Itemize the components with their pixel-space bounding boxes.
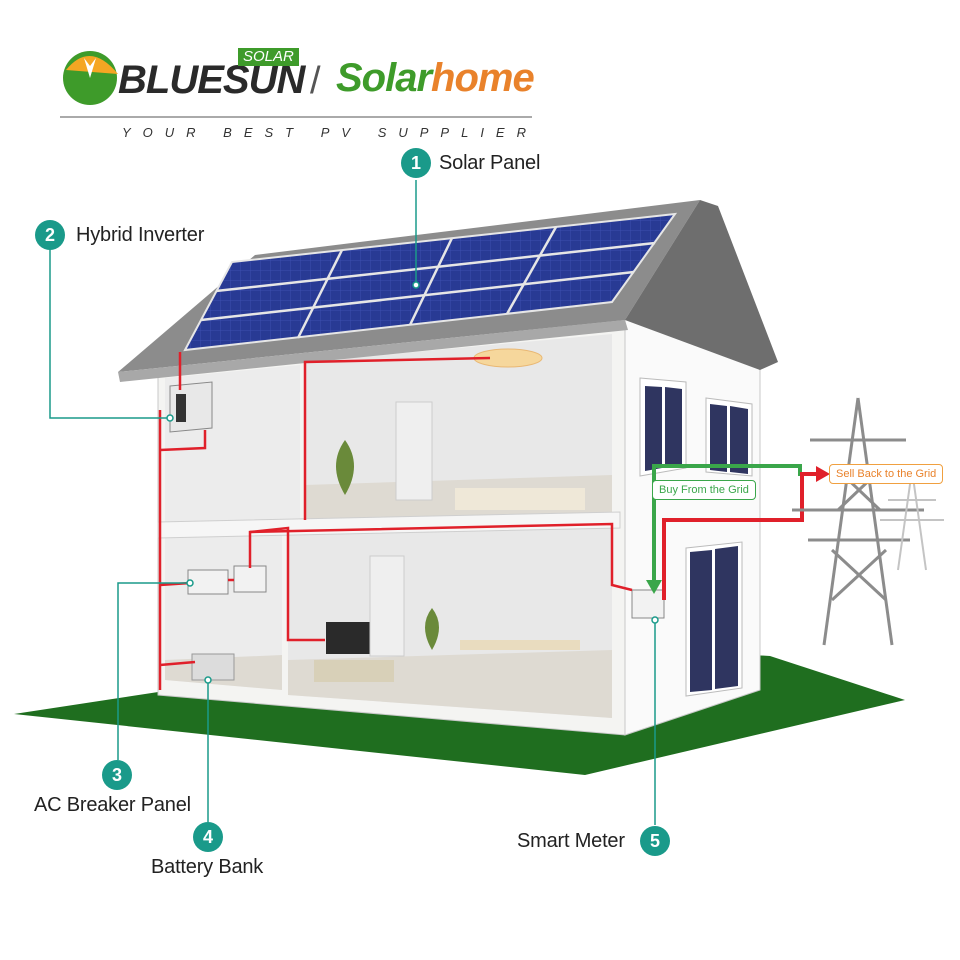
label-ac-breaker-panel: AC Breaker Panel [34, 794, 191, 816]
tv-stand [314, 660, 394, 682]
callout-dots [166, 281, 659, 684]
door-lower [369, 555, 405, 657]
bluesun-logo-icon [63, 51, 118, 105]
door-upper [395, 401, 433, 501]
brand-solarhome: Solarhome [336, 56, 535, 101]
bed [455, 488, 585, 510]
tv [326, 622, 370, 654]
brand-solarhome-part2: home [431, 56, 535, 100]
roof-fascia [118, 320, 628, 382]
callout-lines [49, 180, 656, 825]
brand-separator: / [310, 60, 321, 102]
solar-array-grid [200, 226, 656, 339]
plant-lower [425, 608, 439, 650]
sell-arrow-head [816, 466, 830, 482]
battery-bank-unit [191, 653, 235, 681]
dining-table [460, 640, 580, 650]
ac-breaker-panel-unit [187, 569, 229, 595]
transmission-tower-far [880, 469, 944, 571]
buy-arrow-head [646, 580, 662, 594]
roof-edge [625, 200, 778, 370]
brand-solarhome-part1: Solar [336, 56, 432, 100]
wiring [158, 352, 633, 690]
badge-ac-breaker-panel: 3 [102, 760, 132, 790]
sell-arrow-line [662, 472, 820, 600]
side-windows [639, 377, 753, 697]
smart-meter-unit [631, 589, 665, 619]
badge-smart-meter: 5 [640, 826, 670, 856]
badge-battery-bank: 4 [193, 822, 223, 852]
brand-solar-tag: SOLAR [238, 48, 299, 66]
label-solar-panel: Solar Panel [439, 152, 541, 174]
label-battery-bank: Battery Bank [151, 856, 264, 878]
buy-from-grid-tag: Buy From the Grid [652, 480, 756, 500]
plant-upper [336, 440, 354, 495]
ac-breaker-panel-unit-2 [233, 565, 267, 593]
buy-arrow-line [652, 464, 802, 585]
badge-hybrid-inverter: 2 [35, 220, 65, 250]
upper-right-room [305, 334, 612, 520]
label-smart-meter: Smart Meter [517, 830, 625, 852]
hybrid-inverter-panel [176, 394, 186, 422]
label-hybrid-inverter: Hybrid Inverter [76, 224, 205, 246]
brand-tagline: YOUR BEST PV SUPPLIER [122, 125, 538, 140]
sell-to-grid-tag: Sell Back to the Grid [829, 464, 944, 484]
badge-solar-panel: 1 [401, 148, 431, 178]
